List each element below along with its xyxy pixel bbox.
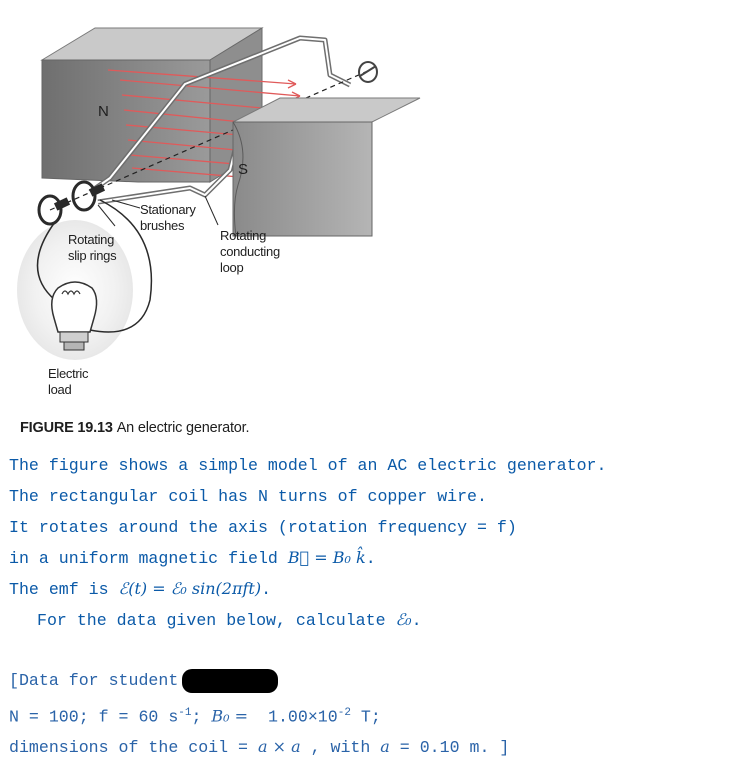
generator-figure: N S Stationary brushes Rotating slip rin… bbox=[17, 27, 421, 398]
loop-label-line: conducting bbox=[220, 244, 280, 259]
brushes-label-line: Stationary bbox=[140, 202, 196, 217]
student-data-block: [Data for student N = 100; f = 60 s-1; B… bbox=[9, 664, 509, 763]
a-symbol: a bbox=[380, 737, 390, 756]
south-pole-label: S bbox=[238, 161, 248, 178]
b0-symbol: B₀ = bbox=[211, 706, 249, 726]
text-span: For the data given below, calculate bbox=[37, 610, 396, 630]
data-row: N = 100; f = 60 s-1; B₀ = 1.00×10-2 T; bbox=[9, 697, 509, 730]
loop-label-line: loop bbox=[220, 260, 244, 275]
rotation-axis bbox=[49, 69, 371, 211]
emf-formula: ℰ(t) = ℰ₀ sin(2πft) bbox=[118, 579, 262, 599]
coil-dimension-formula: a × a bbox=[257, 737, 301, 756]
field-formula: B⃗ = B₀ k̂ bbox=[287, 548, 366, 568]
light-bulb-icon bbox=[51, 281, 98, 351]
slip-rings bbox=[37, 180, 97, 226]
redacted-student-id bbox=[182, 668, 279, 693]
loop-label-line: Rotating bbox=[220, 228, 267, 243]
emf-amplitude-symbol: ℰ₀ bbox=[395, 609, 412, 629]
leader-lines bbox=[97, 195, 219, 227]
problem-statement: The figure shows a simple model of an AC… bbox=[9, 451, 744, 636]
text-span: . bbox=[411, 610, 422, 630]
slip-rings-label-line: slip rings bbox=[68, 248, 117, 263]
figure-number: FIGURE 19.13 bbox=[20, 420, 113, 436]
problem-line: For the data given below, calculate ℰ₀. bbox=[9, 605, 744, 636]
generator-diagram bbox=[17, 27, 421, 360]
text-span: in a uniform magnetic field bbox=[9, 549, 288, 569]
exponent: -2 bbox=[337, 707, 351, 719]
text-span: , with bbox=[300, 738, 381, 757]
slip-rings-label: Rotating slip rings bbox=[68, 232, 117, 264]
figure-caption-text: An electric generator. bbox=[116, 420, 250, 436]
text-span: dimensions of the coil = bbox=[9, 738, 258, 757]
south-magnet bbox=[232, 97, 421, 237]
text-span: The emf is bbox=[9, 580, 119, 600]
text-span: = 0.10 m. ] bbox=[389, 738, 510, 757]
text-span: . bbox=[365, 549, 376, 569]
load-label-line: load bbox=[48, 382, 72, 397]
problem-line: The rectangular coil has N turns of copp… bbox=[9, 486, 487, 506]
problem-line: It rotates around the axis (rotation fre… bbox=[9, 517, 517, 537]
problem-line: The figure shows a simple model of an AC… bbox=[9, 456, 607, 475]
loop-label: Rotating conducting loop bbox=[220, 228, 280, 276]
brushes-label-line: brushes bbox=[140, 218, 185, 233]
text-span: ; bbox=[191, 707, 212, 727]
text-span: T; bbox=[350, 707, 381, 727]
load-label-line: Electric bbox=[48, 366, 89, 381]
north-pole-label: N bbox=[98, 103, 109, 120]
problem-line: in a uniform magnetic field B⃗ = B₀ k̂. bbox=[9, 543, 744, 574]
data-header: [Data for student bbox=[9, 664, 509, 697]
exponent: -1 bbox=[178, 707, 192, 719]
text-span: . bbox=[261, 580, 272, 600]
brushes-label: Stationary brushes bbox=[140, 202, 196, 234]
slip-rings-label-line: Rotating bbox=[68, 232, 115, 247]
brushes bbox=[53, 183, 106, 211]
rotation-arrow-icon bbox=[358, 61, 378, 83]
b0-value: 1.00×10 bbox=[248, 707, 338, 727]
problem-line: The emf is ℰ(t) = ℰ₀ sin(2πft). bbox=[9, 574, 744, 605]
data-header-text: [Data for student bbox=[9, 671, 179, 690]
data-row: dimensions of the coil = a × a , with a … bbox=[9, 730, 509, 763]
text-span: N = 100; f = 60 s bbox=[9, 707, 179, 727]
load-label: Electric load bbox=[48, 366, 89, 398]
